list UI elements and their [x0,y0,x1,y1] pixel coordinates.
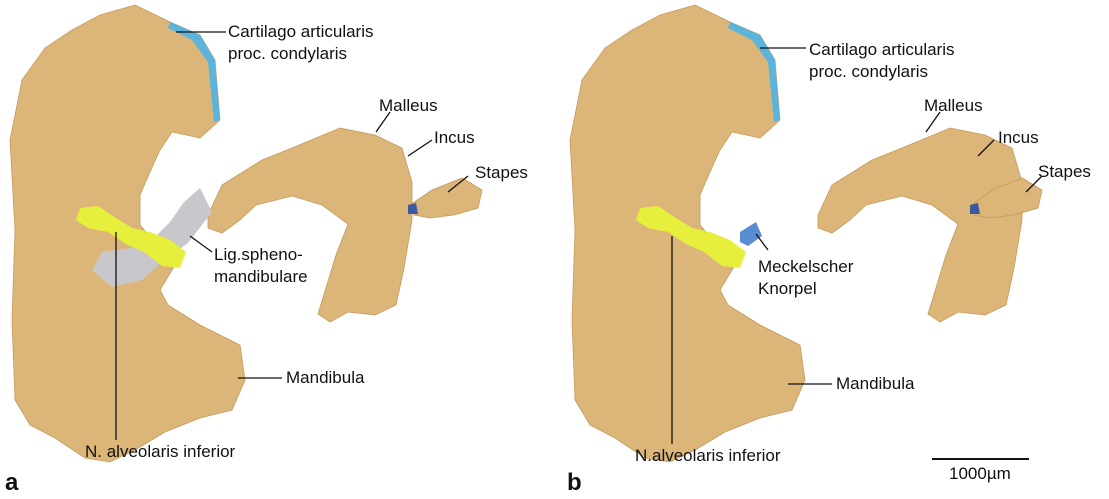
label-meckel-line2: Knorpel [758,279,817,299]
label-cartilago-line1: Cartilago articularis [228,22,374,42]
label-mandibula: Mandibula [286,368,364,388]
label-malleus: Malleus [379,96,438,116]
label-cartilago-line2: proc. condylaris [228,44,347,64]
label-stapes: Stapes [1038,162,1091,182]
label-malleus: Malleus [924,96,983,116]
label-stapes: Stapes [475,163,528,183]
malleus-incus-shape [208,128,412,322]
panel-a: Cartilago articularis proc. condylaris M… [0,0,560,499]
label-nerve: N.alveolaris inferior [635,446,781,466]
panel-letter-a: a [5,469,18,497]
label-mandibula: Mandibula [836,374,914,394]
label-nerve: N. alveolaris inferior [85,442,235,462]
label-lig-line2: mandibulare [214,267,308,287]
stapes-shape [410,178,482,218]
label-cartilago-line1: Cartilago articularis [809,40,955,60]
panel-b: Cartilago articularis proc. condylaris M… [560,0,1109,499]
label-cartilago-line2: proc. condylaris [809,62,928,82]
malleus-incus-shape [818,128,1022,322]
panel-letter-b: b [567,469,582,497]
label-incus: Incus [998,128,1039,148]
scalebar-label: 1000µm [949,464,1011,484]
meckel-shape [740,222,762,246]
label-lig-line1: Lig.spheno- [214,245,303,265]
label-meckel-line1: Meckelscher [758,257,853,277]
label-incus: Incus [434,128,475,148]
